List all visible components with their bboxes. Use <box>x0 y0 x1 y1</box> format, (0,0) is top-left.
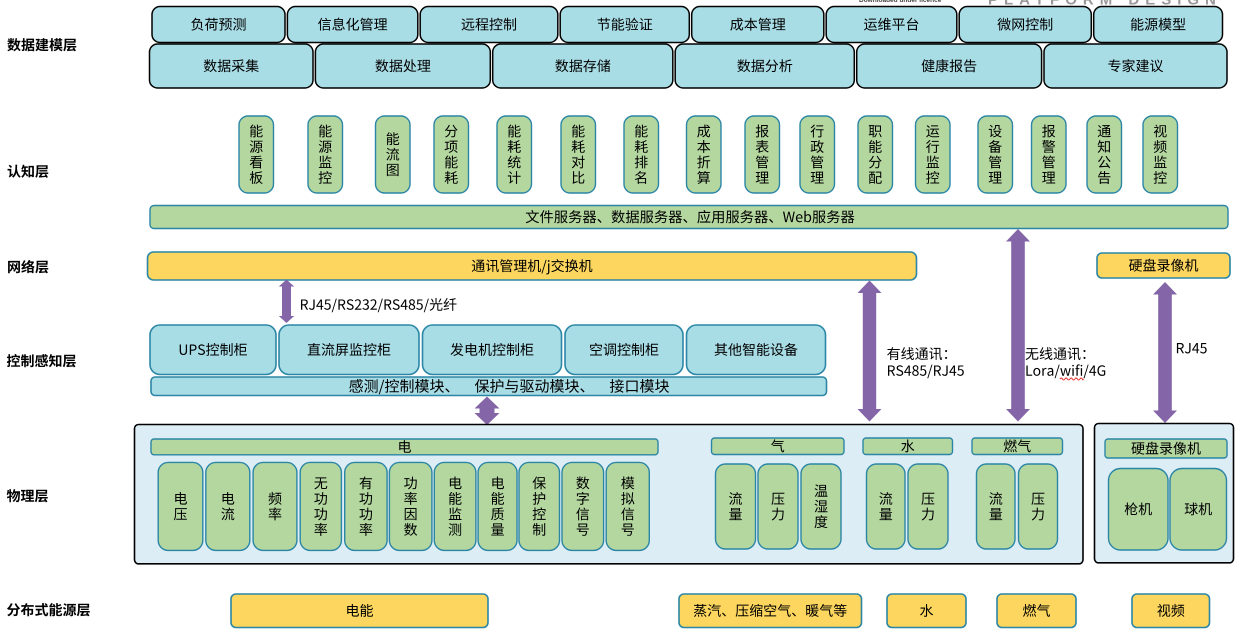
svg-text:Downloaded under licence: Downloaded under licence <box>859 0 942 4</box>
svg-text:PLATFORM DESIGN: PLATFORM DESIGN <box>988 0 1222 9</box>
